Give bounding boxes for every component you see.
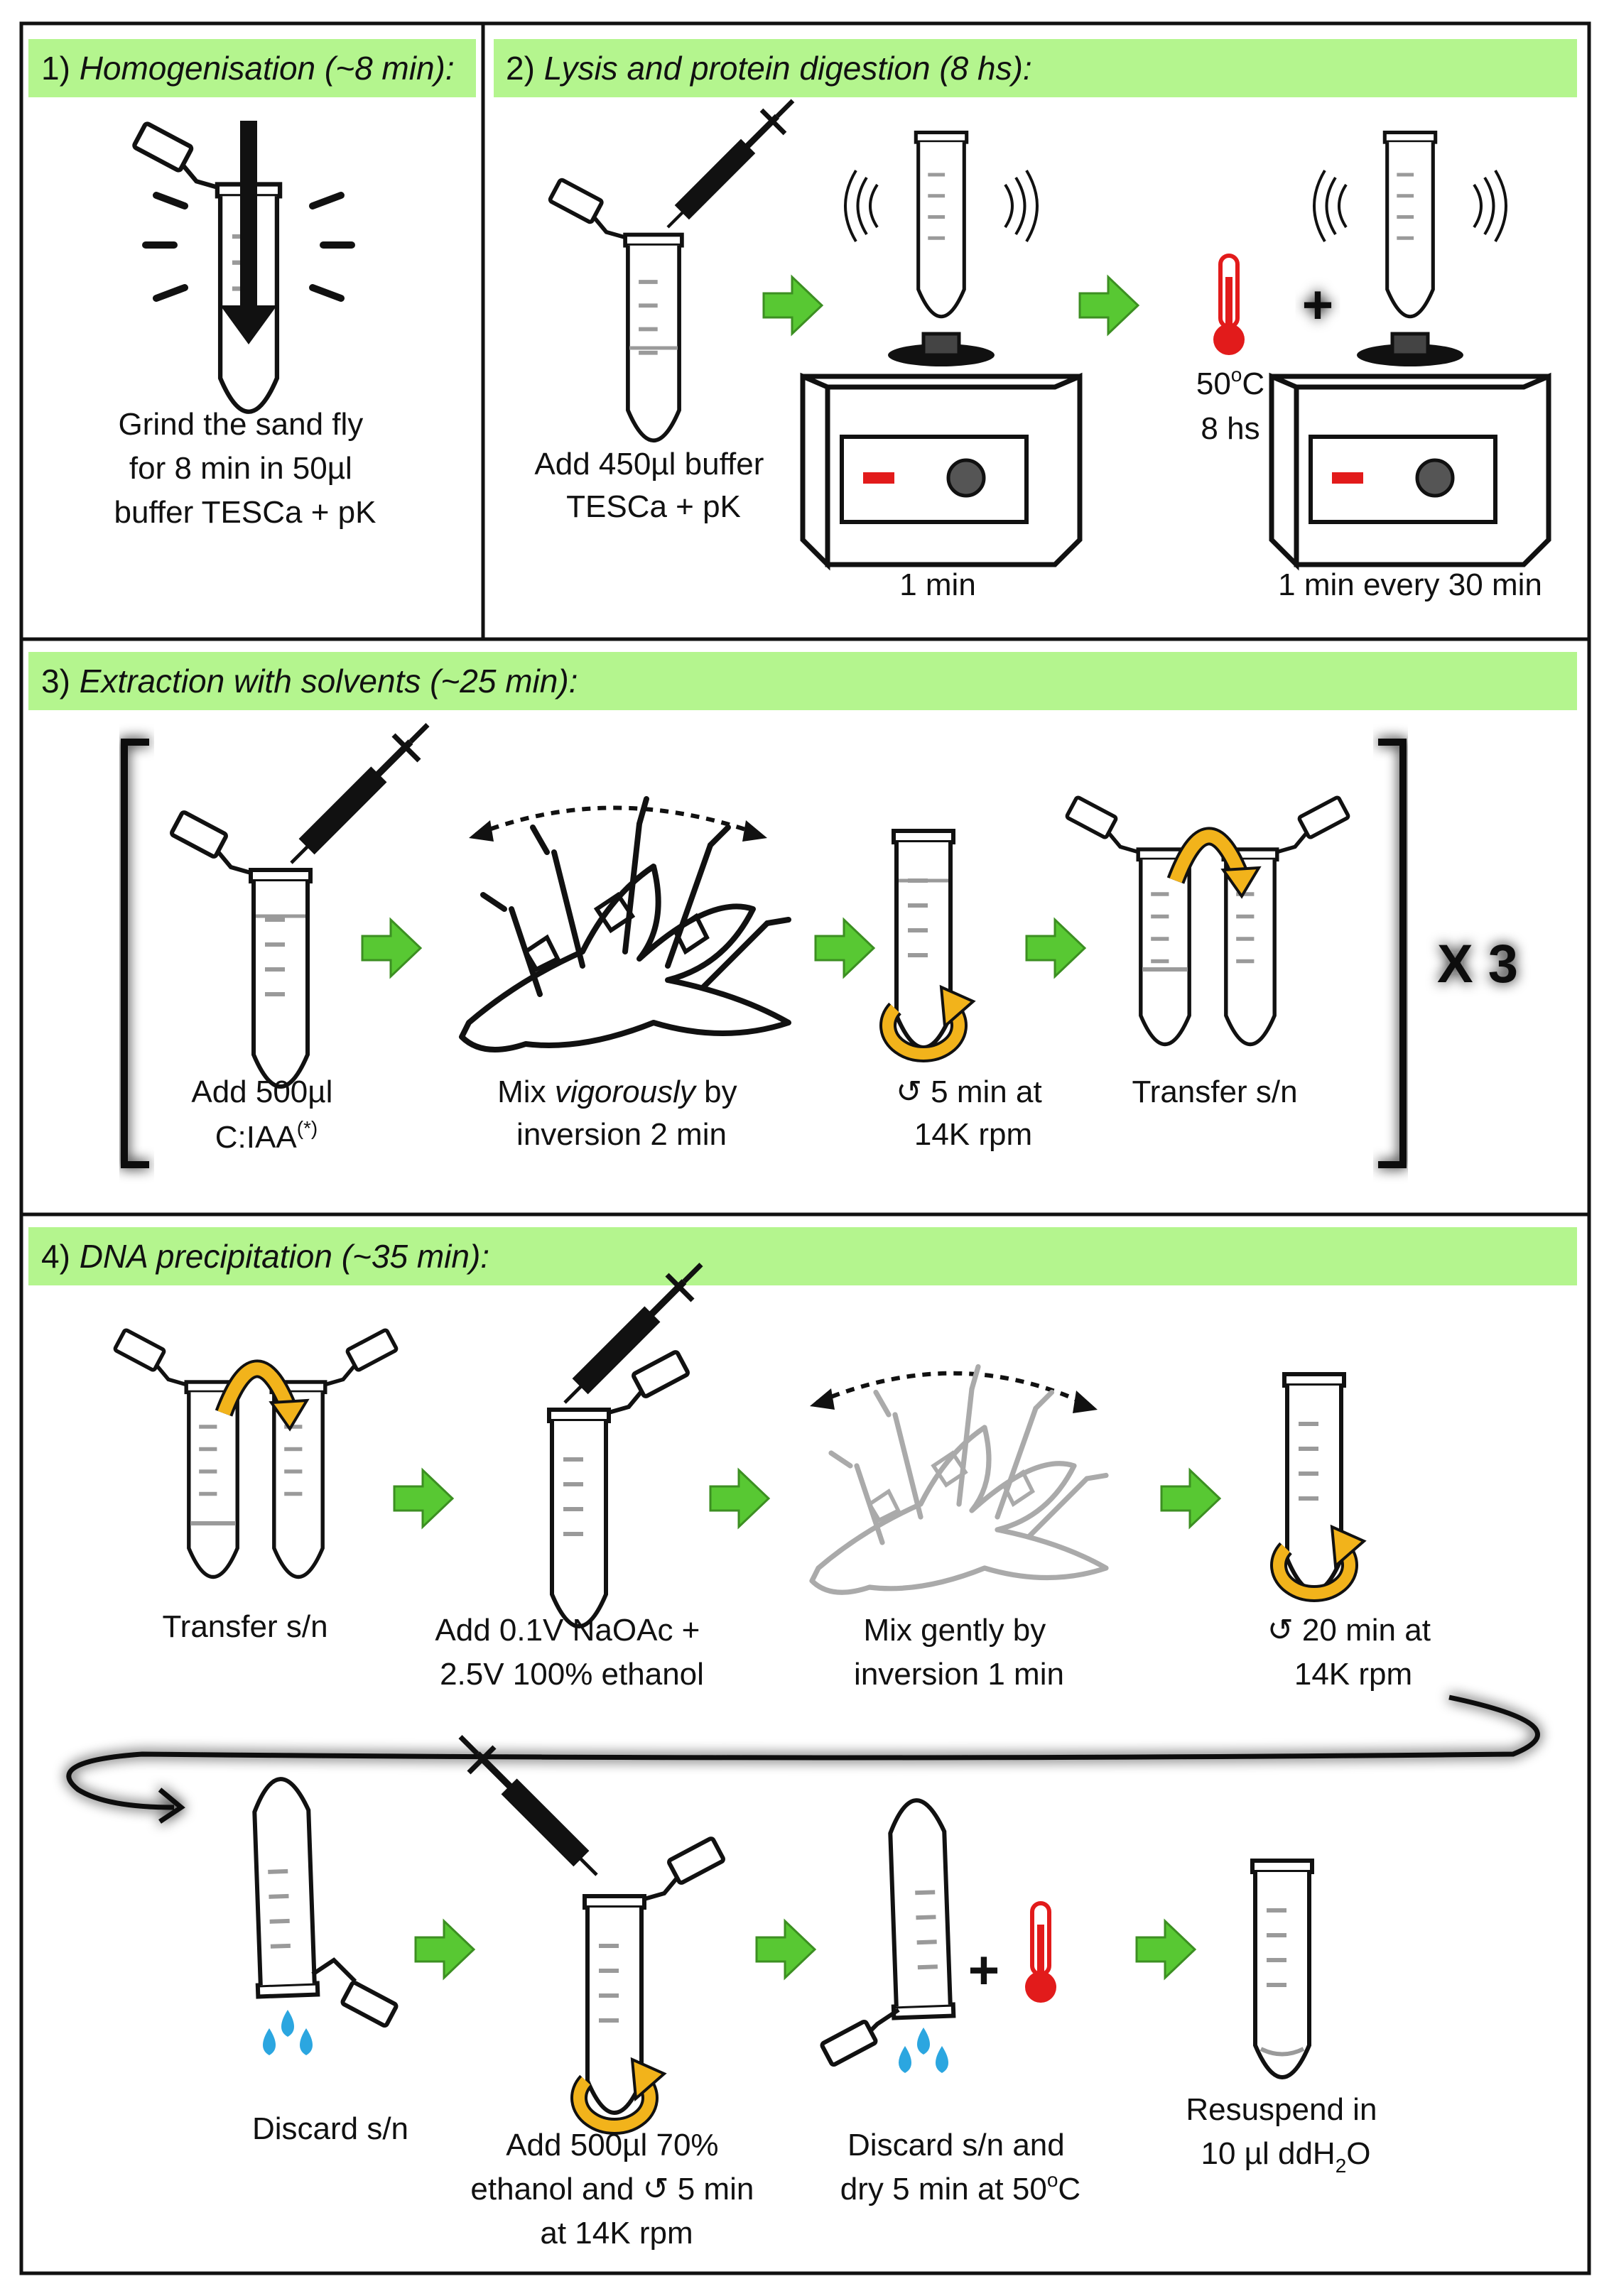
plus-icon: + bbox=[1302, 275, 1333, 335]
outer-border bbox=[19, 21, 1591, 2275]
step4-wash-tube bbox=[460, 1737, 724, 2126]
step4-wash-label: Add 500µl 70% ethanol and ↺ 5 min at 14K… bbox=[470, 2128, 762, 2251]
plus-icon: + bbox=[968, 1940, 999, 2001]
step4-mixing-hands bbox=[810, 1367, 1106, 1593]
step4-dry-label: Discard s/n and dry 5 min at 50oC bbox=[840, 2128, 1080, 2207]
arrow-right-icon bbox=[1160, 1469, 1221, 1528]
syringe-icon bbox=[668, 101, 793, 227]
step2-add-label: Add 450µl buffer TESCa + pK bbox=[534, 447, 772, 524]
step4-centrifuge-tube bbox=[1279, 1374, 1364, 1594]
temperature-label: 50oC bbox=[1196, 364, 1264, 401]
step4-resuspend-tube bbox=[1252, 1861, 1312, 2077]
step3-add-cia-tube bbox=[171, 725, 428, 1087]
step2-vortex-2 bbox=[1272, 133, 1549, 565]
section-2-header: 2) Lysis and protein digestion (8 hs): bbox=[494, 39, 1577, 97]
step4-dry-tube bbox=[820, 1800, 953, 2073]
step1-label: Grind the sand fly for 8 min in 50µl buf… bbox=[114, 407, 376, 530]
repeat-bracket-right bbox=[1378, 739, 1407, 1168]
step3-spin-label: ↺ 5 min at 14K rpm bbox=[896, 1074, 1051, 1152]
arrow-right-icon bbox=[393, 1469, 454, 1528]
arrow-right-icon bbox=[361, 918, 422, 978]
svg-text:3) Extraction with solvents (~: 3) Extraction with solvents (~25 min): bbox=[41, 663, 578, 700]
step4-add-label: Add 0.1V NaOAc + 2.5V 100% ethanol bbox=[435, 1613, 708, 1692]
svg-text:4) DNA precipitation (~35 min): 4) DNA precipitation (~35 min): bbox=[41, 1238, 489, 1275]
step1-grinding-tube bbox=[134, 121, 355, 412]
arrow-right-icon bbox=[1025, 918, 1086, 978]
step4-transfer-label: Transfer s/n bbox=[162, 1609, 327, 1644]
syringe-icon bbox=[291, 725, 428, 863]
step2-add-buffer-tube bbox=[549, 101, 793, 440]
step3-mix-label: Mix vigorously by inversion 2 min bbox=[497, 1074, 746, 1152]
step3-add-label: Add 500µl C:IAA(*) bbox=[191, 1074, 341, 1155]
step4-transfer-tubes bbox=[114, 1329, 397, 1577]
thermometer-icon bbox=[1213, 256, 1245, 355]
arrow-right-icon bbox=[755, 1920, 816, 1979]
step4-discard-label: Discard s/n bbox=[252, 2111, 408, 2146]
repeat-bracket-left bbox=[121, 739, 149, 1168]
drops-icon bbox=[899, 2028, 948, 2073]
hours-label: 8 hs bbox=[1201, 411, 1259, 446]
arrow-right-icon bbox=[1135, 1920, 1196, 1979]
section-1-header: 1) Homogenisation (~8 min): bbox=[28, 39, 476, 97]
step3-centrifuge-tube bbox=[888, 831, 973, 1054]
vortex-2-label: 1 min every 30 min bbox=[1278, 567, 1542, 602]
svg-text:1) Homogenisation (~8 min):: 1) Homogenisation (~8 min): bbox=[41, 50, 455, 87]
repeat-x3-label: X 3 bbox=[1437, 934, 1518, 994]
step4-add-ethanol-tube bbox=[549, 1265, 701, 1626]
section-4-header: 4) DNA precipitation (~35 min): bbox=[28, 1227, 1577, 1285]
thermometer-icon bbox=[1025, 1903, 1056, 2003]
step3-transfer-tubes bbox=[1066, 797, 1349, 1045]
drops-icon bbox=[263, 2010, 313, 2055]
section-3-header: 3) Extraction with solvents (~25 min): bbox=[28, 652, 1577, 710]
step3-transfer-label: Transfer s/n bbox=[1132, 1074, 1297, 1109]
step2-vortex-1 bbox=[803, 133, 1080, 565]
step4-spin-label: ↺ 20 min at 14K rpm bbox=[1267, 1613, 1439, 1692]
vortex-1-label: 1 min bbox=[899, 567, 976, 602]
svg-text:2) Lysis and protein digestion: 2) Lysis and protein digestion (8 hs): bbox=[506, 50, 1032, 87]
arrow-right-icon bbox=[709, 1469, 770, 1528]
arrow-right-icon bbox=[1078, 276, 1139, 335]
arrow-right-icon bbox=[762, 276, 823, 335]
step4-discard-tube bbox=[251, 1778, 399, 2055]
step4-resuspend-label: Resuspend in 10 µl ddH2O bbox=[1186, 2092, 1385, 2177]
step3-mixing-hands bbox=[462, 799, 789, 1050]
step4-mix-label: Mix gently by inversion 1 min bbox=[854, 1613, 1064, 1692]
arrow-right-icon bbox=[814, 918, 875, 978]
row-connector-arrow bbox=[66, 1694, 1540, 1824]
arrow-right-icon bbox=[414, 1920, 475, 1979]
